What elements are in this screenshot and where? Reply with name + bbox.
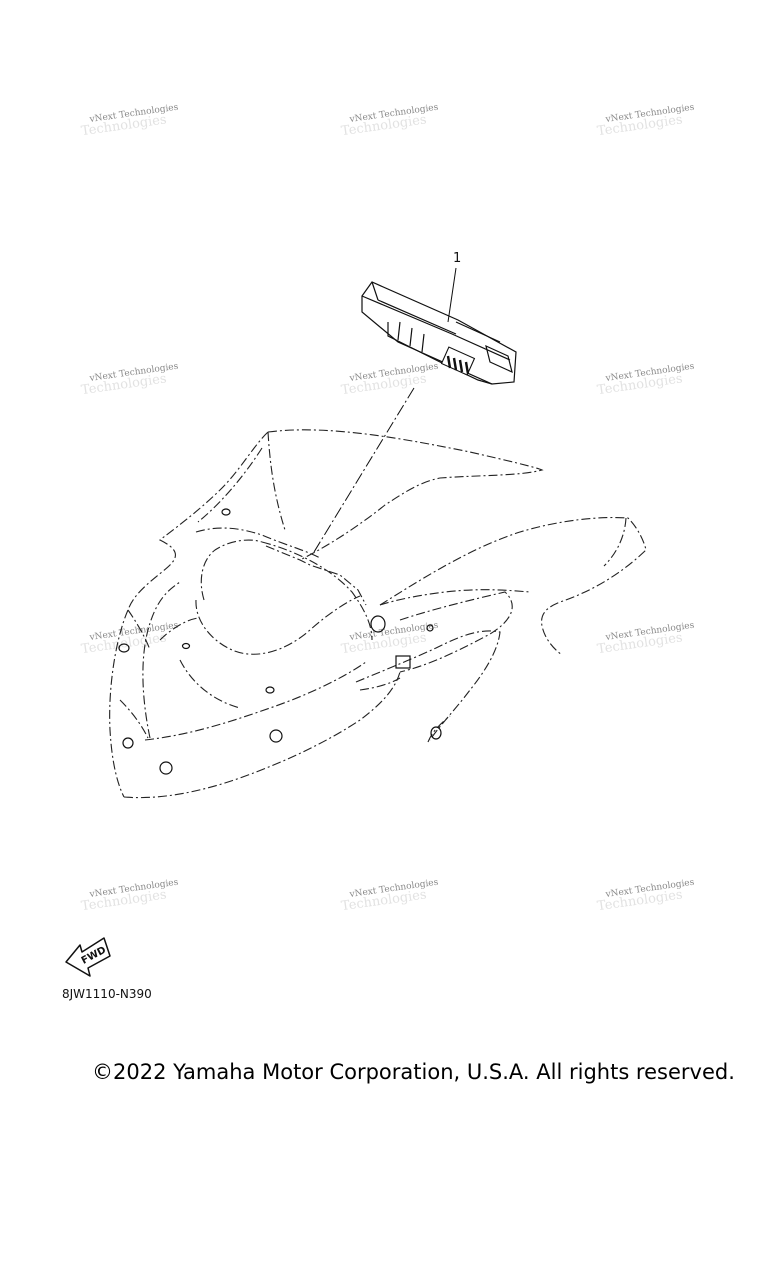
watermark: Technologies vNext Technologies xyxy=(80,621,179,658)
watermark: Technologies vNext Technologies xyxy=(596,621,695,658)
watermark-group: Technologies vNext Technologies Technolo… xyxy=(80,103,695,915)
watermark: Technologies vNext Technologies xyxy=(596,362,695,399)
watermark: Technologies vNext Technologies xyxy=(80,103,179,140)
watermark: Technologies vNext Technologies xyxy=(340,878,439,915)
diagram-code: 8JW1110-N390 xyxy=(62,987,152,1001)
copyright-notice: ©2022 Yamaha Motor Corporation, U.S.A. A… xyxy=(92,1060,735,1084)
watermark: Technologies vNext Technologies xyxy=(340,621,439,658)
watermark: Technologies vNext Technologies xyxy=(596,103,695,140)
front-cowl-outline xyxy=(109,429,647,799)
watermark: Technologies vNext Technologies xyxy=(80,878,179,915)
watermark: Technologies vNext Technologies xyxy=(340,103,439,140)
watermark: Technologies vNext Technologies xyxy=(340,362,439,399)
watermark: Technologies vNext Technologies xyxy=(80,362,179,399)
meter-assembly-part[interactable] xyxy=(361,281,517,385)
callout-leader xyxy=(447,267,457,323)
callout-number[interactable]: 1 xyxy=(453,251,461,266)
fwd-arrow-icon: FWD xyxy=(65,937,111,977)
fastener-details xyxy=(118,508,442,775)
assembly-leader xyxy=(313,387,415,553)
watermark: Technologies vNext Technologies xyxy=(596,878,695,915)
